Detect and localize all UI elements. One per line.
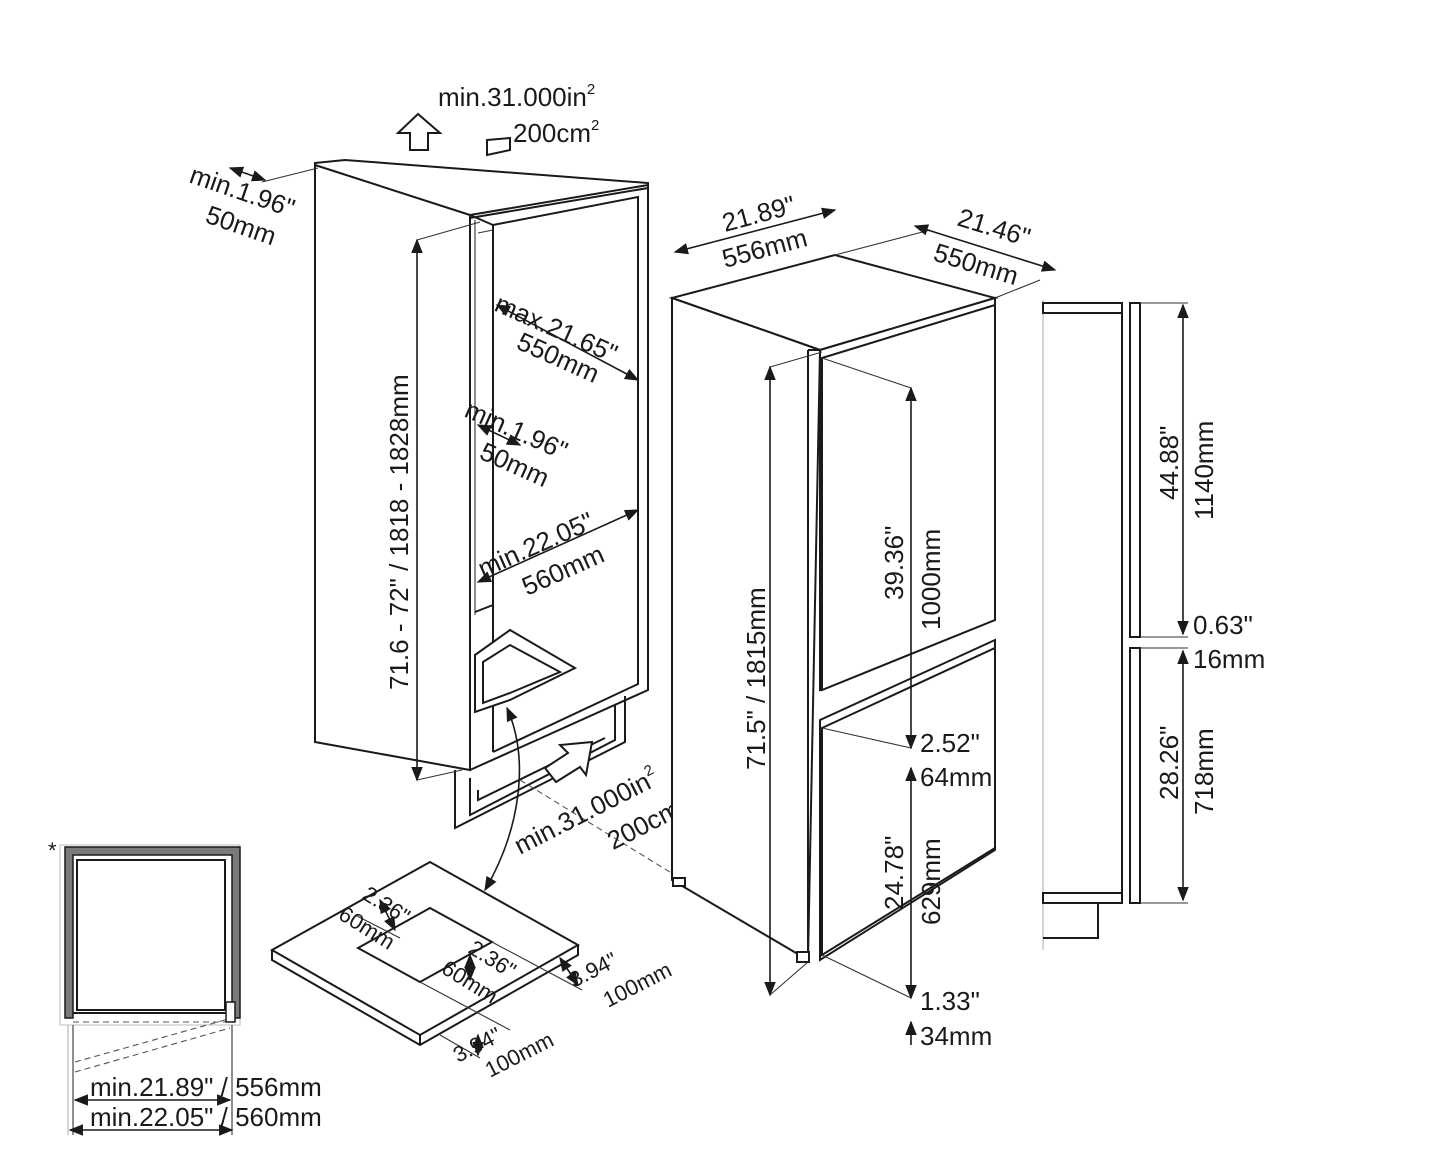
- bottom-gap-in: 1.33": [920, 986, 980, 1016]
- vent-in-arrow-icon: [543, 740, 594, 784]
- vent-top-line2: 200cm2: [513, 117, 599, 148]
- side-gap-mm: 16mm: [1193, 644, 1265, 674]
- plinth-panel: [269, 860, 583, 1059]
- top-view-width-2: min.22.05" / 560mm: [90, 1102, 322, 1132]
- appliance-body: [668, 253, 999, 963]
- vent-up-arrow-icon: [395, 112, 443, 151]
- appliance-dimensions: [673, 207, 1057, 1045]
- vent-top-label: min.31.000in2 200cm2: [438, 81, 599, 148]
- door-gap-mm: 64mm: [920, 762, 992, 792]
- lower-door-in: 24.78": [879, 836, 909, 910]
- lower-door-mm: 629mm: [916, 838, 946, 925]
- side-lower-in: 28.26": [1154, 726, 1184, 800]
- door-gap-in: 2.52": [920, 728, 980, 758]
- top-view-width-1: min.21.89" / 556mm: [90, 1072, 322, 1102]
- asterisk-note: *: [48, 838, 57, 863]
- upper-door-mm: 1000mm: [916, 529, 946, 630]
- upper-door-in: 39.36": [879, 526, 909, 600]
- niche-dimensions: [228, 166, 736, 913]
- niche-cabinet: [314, 136, 649, 830]
- appliance-height: 71.5" / 1815mm: [741, 587, 771, 770]
- side-lower-mm: 718mm: [1189, 728, 1219, 815]
- side-upper-in: 44.88": [1154, 426, 1184, 500]
- bottom-gap-mm: 34mm: [920, 1021, 992, 1051]
- top-view: *: [48, 838, 241, 1136]
- side-gap-in: 0.63": [1193, 610, 1253, 640]
- vent-top-line1: min.31.000in2: [438, 81, 595, 112]
- niche-height: 71.6 - 72" / 1818 - 1828mm: [384, 374, 414, 690]
- side-view: [1042, 300, 1189, 950]
- vent-bottom-label: min.31.000in2 200cm2: [509, 761, 686, 860]
- side-upper-mm: 1140mm: [1189, 421, 1219, 520]
